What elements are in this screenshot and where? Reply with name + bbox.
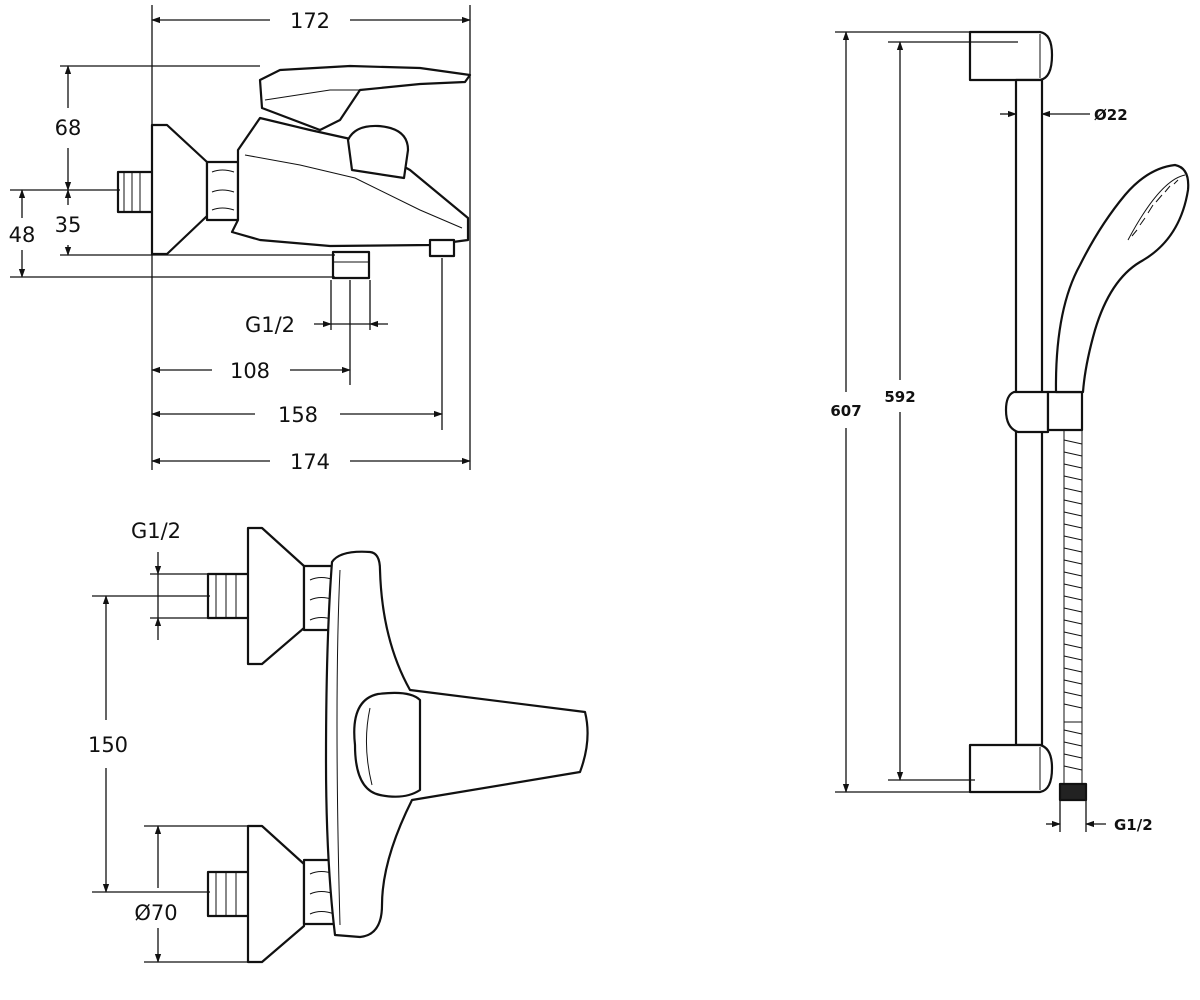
dim-48: 48: [9, 223, 36, 247]
shower-rail: [968, 30, 1190, 802]
dim-outlet-thread: G1/2: [245, 313, 295, 337]
front-view: G1/2 150 Ø70: [88, 519, 589, 964]
dim-150: 150: [88, 733, 128, 757]
side-view: 172 68 35 48 G1/2 108 158 174: [9, 5, 472, 474]
mixer-front-body: [206, 526, 589, 964]
dim-108: 108: [230, 359, 270, 383]
dim-inlet-thread: G1/2: [131, 519, 181, 543]
dim-hose-thread: G1/2: [1114, 816, 1153, 834]
dim-bar-diameter: Ø22: [1094, 106, 1128, 124]
dim-158: 158: [278, 403, 318, 427]
dim-rosette-diameter: Ø70: [134, 901, 177, 925]
dim-68: 68: [55, 116, 82, 140]
dim-592: 592: [884, 388, 915, 406]
dim-174: 174: [290, 450, 330, 474]
dim-607: 607: [830, 402, 861, 420]
mixer-side-body: [116, 64, 472, 280]
dim-172: 172: [290, 9, 330, 33]
dim-35: 35: [55, 213, 82, 237]
shower-set: 607 592 Ø22 G1/2: [830, 30, 1190, 834]
